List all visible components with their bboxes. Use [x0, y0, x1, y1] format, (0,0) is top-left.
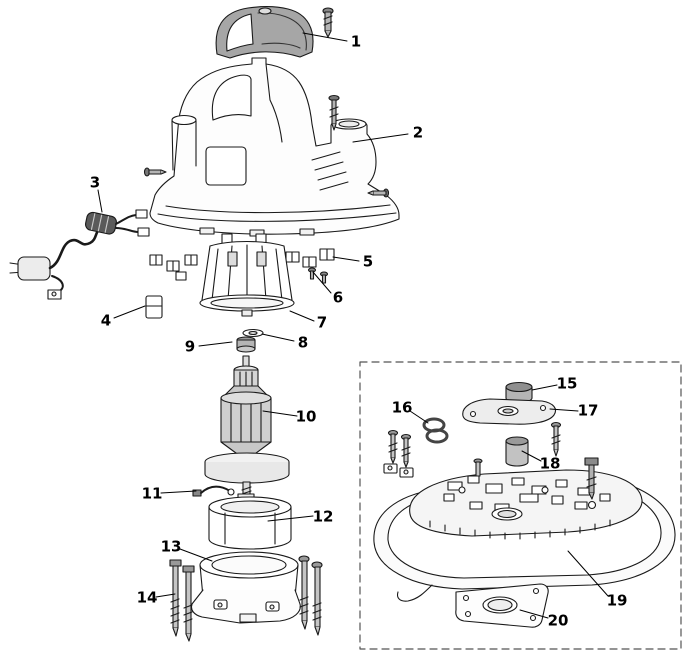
- part-callout-4: 4: [100, 311, 112, 330]
- leader-line-6: [312, 271, 332, 294]
- housing-screw-top: [328, 94, 340, 131]
- part-callout-13: 13: [160, 537, 182, 556]
- group-box-dashed: [359, 361, 682, 650]
- leader-line-14: [155, 593, 176, 598]
- terminal-clips-right: [285, 248, 335, 268]
- part-callout-5: 5: [362, 252, 374, 271]
- part-callout-7: 7: [316, 313, 328, 332]
- part-callout-8: 8: [297, 333, 309, 352]
- leader-line-17: [549, 408, 579, 412]
- bushing-part: [505, 436, 529, 467]
- motor-mount-part: [199, 233, 295, 317]
- part-callout-19: 19: [606, 591, 628, 610]
- leader-line-2: [352, 133, 409, 143]
- leader-line-16: [409, 410, 429, 424]
- part-callout-10: 10: [295, 407, 317, 426]
- leader-line-12: [267, 515, 314, 522]
- stator-part: [208, 493, 292, 550]
- part-callout-2: 2: [412, 123, 424, 142]
- leader-line-18: [521, 450, 542, 462]
- part-callout-1: 1: [350, 32, 362, 51]
- part-callout-14: 14: [136, 588, 158, 607]
- leader-line-3: [97, 189, 103, 213]
- long-bolts-left: [169, 559, 195, 642]
- part-callout-6: 6: [332, 288, 344, 307]
- flat-plate-part: [462, 398, 557, 425]
- housing-screw-right: [367, 188, 390, 198]
- motor-armature-part: [204, 355, 290, 497]
- long-screws-right: [298, 555, 323, 636]
- brush-lead-part: [192, 485, 235, 497]
- part-callout-3: 3: [89, 173, 101, 192]
- leader-line-20: [519, 609, 549, 619]
- small-screws-right: [307, 267, 329, 284]
- leader-line-9: [198, 341, 233, 347]
- leader-line-19: [567, 550, 609, 597]
- top-screw: [322, 7, 334, 38]
- leader-line-5: [332, 256, 360, 262]
- part-callout-17: 17: [577, 401, 599, 420]
- leader-line-8: [261, 333, 295, 342]
- part-callout-18: 18: [539, 454, 561, 473]
- part-callout-15: 15: [556, 374, 578, 393]
- callout-leader-lines: [97, 32, 609, 619]
- gasket-plate-part: [455, 583, 549, 628]
- o-rings-part: [422, 417, 449, 444]
- part-callout-9: 9: [184, 337, 196, 356]
- leader-line-13: [179, 548, 213, 562]
- coupler-part: [236, 336, 256, 353]
- power-cord-part: [9, 209, 150, 300]
- leader-line-4: [113, 305, 146, 319]
- part-callout-20: 20: [547, 611, 569, 630]
- top-cover-part: [215, 6, 314, 59]
- small-bracket-part: [145, 295, 163, 319]
- terminal-clips-left: [149, 254, 198, 281]
- base-assembly-part: [373, 457, 676, 602]
- small-screws-box: [383, 421, 562, 478]
- part-callout-12: 12: [312, 507, 334, 526]
- housing-screw-left: [143, 167, 167, 177]
- spacer-cylinder-part: [505, 381, 533, 404]
- leader-line-15: [531, 384, 558, 391]
- part-callout-16: 16: [391, 398, 413, 417]
- main-housing-part: [149, 57, 400, 237]
- part-callout-11: 11: [141, 484, 163, 503]
- washer-part: [242, 328, 264, 338]
- leader-line-10: [262, 410, 298, 417]
- leader-line-1: [302, 32, 348, 42]
- leader-line-11: [160, 490, 197, 494]
- mount-ring-part: [190, 551, 301, 624]
- leader-line-7: [289, 310, 315, 322]
